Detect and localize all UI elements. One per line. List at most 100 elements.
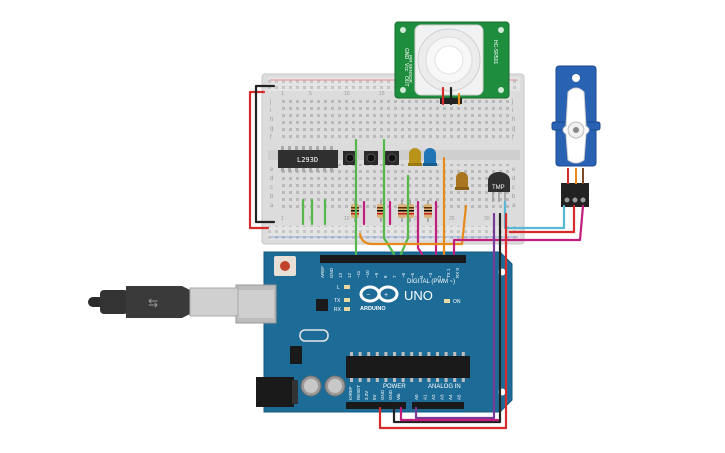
power-jack bbox=[256, 377, 294, 407]
svg-text:10: 10 bbox=[344, 91, 350, 97]
reset-button[interactable] bbox=[274, 256, 296, 276]
wire-green-pin7 bbox=[399, 174, 410, 256]
svg-text:OUT: OUT bbox=[403, 76, 409, 87]
svg-text:e: e bbox=[512, 167, 516, 173]
svg-text:g: g bbox=[512, 126, 515, 132]
digital-header bbox=[320, 255, 466, 263]
digital-pin-label-1: GND bbox=[329, 267, 334, 278]
wire-green-pin8 bbox=[382, 138, 396, 256]
svg-text:1: 1 bbox=[281, 91, 284, 97]
pushbutton-1[interactable] bbox=[343, 151, 357, 165]
resistor-3 bbox=[398, 200, 406, 222]
power-pin-label-6: Vin bbox=[396, 393, 401, 400]
wire-black-left-rail bbox=[254, 84, 276, 224]
svg-text:−: − bbox=[366, 292, 370, 299]
wire-black-gnd bbox=[392, 212, 502, 424]
svg-text:GND: GND bbox=[403, 48, 409, 60]
power-pin-label-3: 5V bbox=[372, 394, 377, 400]
wire-servo-red bbox=[508, 204, 576, 234]
digital-pin-label-5: ~10 bbox=[365, 270, 370, 278]
digital-pin-label-13: 2 bbox=[437, 275, 442, 278]
svg-text:h: h bbox=[270, 117, 273, 123]
tmp-label: TMP bbox=[492, 185, 505, 191]
pir-model: HC-SR501 bbox=[492, 40, 498, 64]
digital-pin-label-12: ~3 bbox=[428, 272, 433, 278]
analog-header bbox=[412, 402, 464, 409]
power-header bbox=[346, 402, 406, 409]
svg-text:1: 1 bbox=[281, 216, 284, 222]
svg-text:f: f bbox=[270, 135, 272, 141]
svg-text:TX: TX bbox=[334, 298, 341, 304]
pir-sensor: GND Vcc OUT PIR SENSOR HC-SR501 bbox=[394, 21, 510, 104]
row-letters-bottom: e d c b a e d c b a bbox=[270, 167, 516, 209]
digital-pin-label-6: ~9 bbox=[374, 272, 379, 278]
analog-pin-label-3: A3 bbox=[440, 394, 445, 400]
analog-pin-label-5: A5 bbox=[457, 394, 462, 400]
power-pin-label-1: RESET bbox=[356, 385, 361, 400]
l293d-chip: L293D bbox=[278, 146, 338, 172]
led-amber bbox=[455, 172, 469, 190]
svg-text:f: f bbox=[512, 135, 514, 141]
svg-text:15: 15 bbox=[379, 216, 385, 222]
svg-text:+: + bbox=[384, 292, 388, 299]
pushbutton-3[interactable] bbox=[385, 151, 399, 165]
svg-text:15: 15 bbox=[379, 91, 385, 97]
l293d-label: L293D bbox=[297, 156, 318, 164]
svg-text:g: g bbox=[270, 126, 273, 132]
svg-text:5: 5 bbox=[309, 216, 312, 222]
digital-pin-label-15: RX 0 bbox=[455, 267, 460, 278]
row-letters-top: j i h g f j i h g f bbox=[269, 99, 515, 141]
wire-magenta-3 bbox=[416, 200, 424, 256]
analog-pin-label-0: A0 bbox=[414, 394, 419, 400]
pushbutton-2[interactable] bbox=[364, 151, 378, 165]
svg-text:j: j bbox=[511, 99, 513, 105]
svg-text:5: 5 bbox=[309, 91, 312, 97]
analog-label: ANALOG IN bbox=[428, 384, 461, 390]
svg-text:c: c bbox=[512, 185, 515, 191]
wire-red-5v bbox=[378, 212, 508, 430]
svg-text:i: i bbox=[512, 108, 513, 114]
wire-magenta-gnd bbox=[399, 406, 500, 422]
atmega-chip bbox=[346, 352, 470, 382]
wire-orange-loop bbox=[358, 204, 468, 246]
svg-text:20: 20 bbox=[414, 216, 420, 222]
temperature-sensor: TMP bbox=[488, 172, 510, 202]
power-pin-label-0: IOREF bbox=[348, 386, 353, 400]
status-leds: L TX RX ON bbox=[334, 285, 461, 313]
svg-text:i: i bbox=[270, 108, 271, 114]
svg-text:h: h bbox=[512, 117, 515, 123]
servo-connector bbox=[561, 183, 589, 207]
breadboard: j i h g f j i h g f e d c b a e d c b a … bbox=[261, 73, 525, 245]
pir-pin-labels: GND Vcc OUT bbox=[403, 48, 409, 87]
digital-pin-label-2: 13 bbox=[338, 272, 343, 278]
brand-label: ARDUINO bbox=[360, 306, 386, 312]
svg-text:L: L bbox=[337, 285, 340, 291]
led-yellow bbox=[408, 148, 422, 166]
digital-pin-label-14: TX 1 bbox=[446, 268, 451, 278]
power-pin-label-2: 3.3V bbox=[364, 391, 369, 400]
digital-pin-label-4: ~11 bbox=[356, 270, 361, 278]
crystal bbox=[299, 329, 329, 342]
digital-pin-label-11: 4 bbox=[419, 275, 424, 278]
svg-text:25: 25 bbox=[449, 216, 455, 222]
arduino-logo: − + ARDUINO UNO bbox=[359, 285, 433, 312]
digital-pin-label-0: AREF bbox=[320, 266, 325, 278]
digital-label: DIGITAL (PWM ~) bbox=[407, 279, 455, 285]
pir-legend: PIR SENSOR bbox=[408, 55, 413, 84]
power-label: POWER bbox=[383, 384, 406, 390]
servo-motor bbox=[551, 65, 601, 207]
analog-pin-label-4: A4 bbox=[448, 394, 453, 400]
svg-text:ON: ON bbox=[453, 299, 461, 305]
usb-cable: ⇆ bbox=[88, 286, 239, 318]
svg-text:10: 10 bbox=[344, 216, 350, 222]
svg-text:d: d bbox=[512, 176, 515, 182]
uno-label: UNO bbox=[404, 288, 433, 303]
wire-purple-a0 bbox=[414, 212, 496, 420]
resistor-5 bbox=[424, 200, 432, 222]
svg-text:RX: RX bbox=[334, 307, 342, 313]
digital-pin-label-9: ~6 bbox=[401, 272, 406, 278]
